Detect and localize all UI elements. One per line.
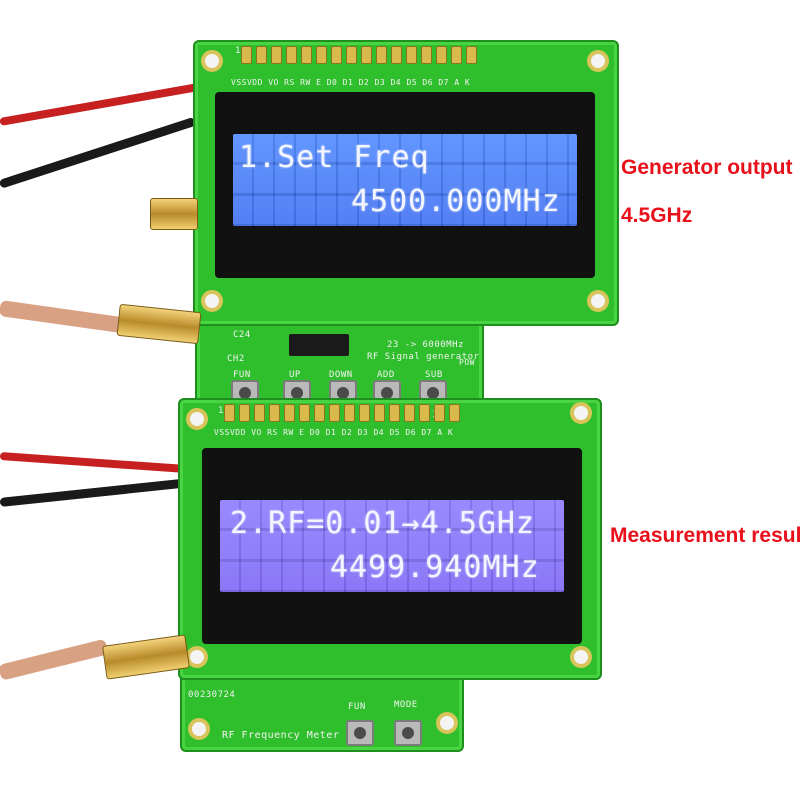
ch2-label: CH2	[227, 354, 245, 364]
sma-connector-top-2	[116, 303, 202, 345]
sub-button-label: SUB	[425, 370, 443, 380]
mount-hole	[188, 718, 210, 740]
mount-hole	[570, 646, 592, 668]
add-button-label: ADD	[377, 370, 395, 380]
fun-button-label: FUN	[348, 702, 366, 712]
up-button-label: UP	[289, 370, 301, 380]
generator-board: CH2 C24 23 -> 6000MHz RF Signal generato…	[195, 320, 484, 409]
top-lcd-board: 1 16 VSSVDD VO RS RW E D0 D1 D2 D3 D4 D5…	[193, 40, 619, 326]
measurement-caption: Measurement result	[610, 524, 800, 547]
top-lcd-line-2: 4500.000MHz	[351, 184, 561, 219]
board-code-label: 00230724	[188, 690, 236, 700]
mount-hole	[436, 712, 458, 734]
meter-name-label: RF Frequency Meter	[222, 730, 340, 741]
generator-caption-line-2: 4.5GHz	[621, 204, 693, 227]
mount-hole	[201, 50, 223, 72]
sma-connector-bottom	[102, 634, 190, 680]
black-cable-top	[0, 116, 197, 189]
bottom-lcd-board: 1 16 VSSVDD VO RS RW E D0 D1 D2 D3 D4 D5…	[178, 398, 602, 680]
pin1-number: 1	[235, 46, 241, 56]
meter-mode-button[interactable]	[394, 720, 422, 746]
red-cable-bottom	[0, 452, 205, 475]
top-lcd-bezel: 1.Set Freq 4500.000MHz	[215, 92, 595, 278]
black-cable-bottom	[0, 476, 205, 507]
coax-cable-top	[0, 300, 130, 335]
header-pins	[224, 404, 460, 422]
top-lcd-line-1: 1.Set Freq	[239, 140, 430, 175]
down-button-label: DOWN	[329, 370, 353, 380]
bottom-lcd-bezel: 2.RF=0.01→4.5GHz 4499.940MHz	[202, 448, 582, 644]
generator-caption-line-1: Generator output	[621, 156, 793, 179]
coax-cable-bottom	[0, 638, 109, 681]
header-pins	[241, 46, 477, 64]
sma-connector-top-1	[150, 198, 198, 230]
bottom-lcd-line-2: 4499.940MHz	[330, 550, 540, 585]
fun-button-label: FUN	[233, 370, 251, 380]
mount-hole	[587, 290, 609, 312]
top-lcd-screen: 1.Set Freq 4500.000MHz	[233, 134, 577, 226]
meter-fun-button[interactable]	[346, 720, 374, 746]
bottom-lcd-screen: 2.RF=0.01→4.5GHz 4499.940MHz	[220, 500, 564, 592]
pow-label: POW	[459, 358, 475, 367]
pin-labels: VSSVDD VO RS RW E D0 D1 D2 D3 D4 D5 D6 D…	[231, 78, 471, 87]
mount-hole	[186, 408, 208, 430]
mount-hole	[201, 290, 223, 312]
range-label: 23 -> 6000MHz	[387, 340, 464, 350]
red-cable-top	[0, 83, 198, 126]
mode-button-label: MODE	[394, 700, 418, 710]
chip	[289, 334, 349, 356]
c24-label: C24	[233, 330, 251, 340]
pin-labels: VSSVDD VO RS RW E D0 D1 D2 D3 D4 D5 D6 D…	[214, 428, 454, 437]
pin1-number: 1	[218, 406, 224, 416]
mount-hole	[587, 50, 609, 72]
bottom-lcd-line-1: 2.RF=0.01→4.5GHz	[230, 506, 535, 541]
mount-hole	[570, 402, 592, 424]
generator-name-label: RF Signal generator	[367, 352, 480, 362]
